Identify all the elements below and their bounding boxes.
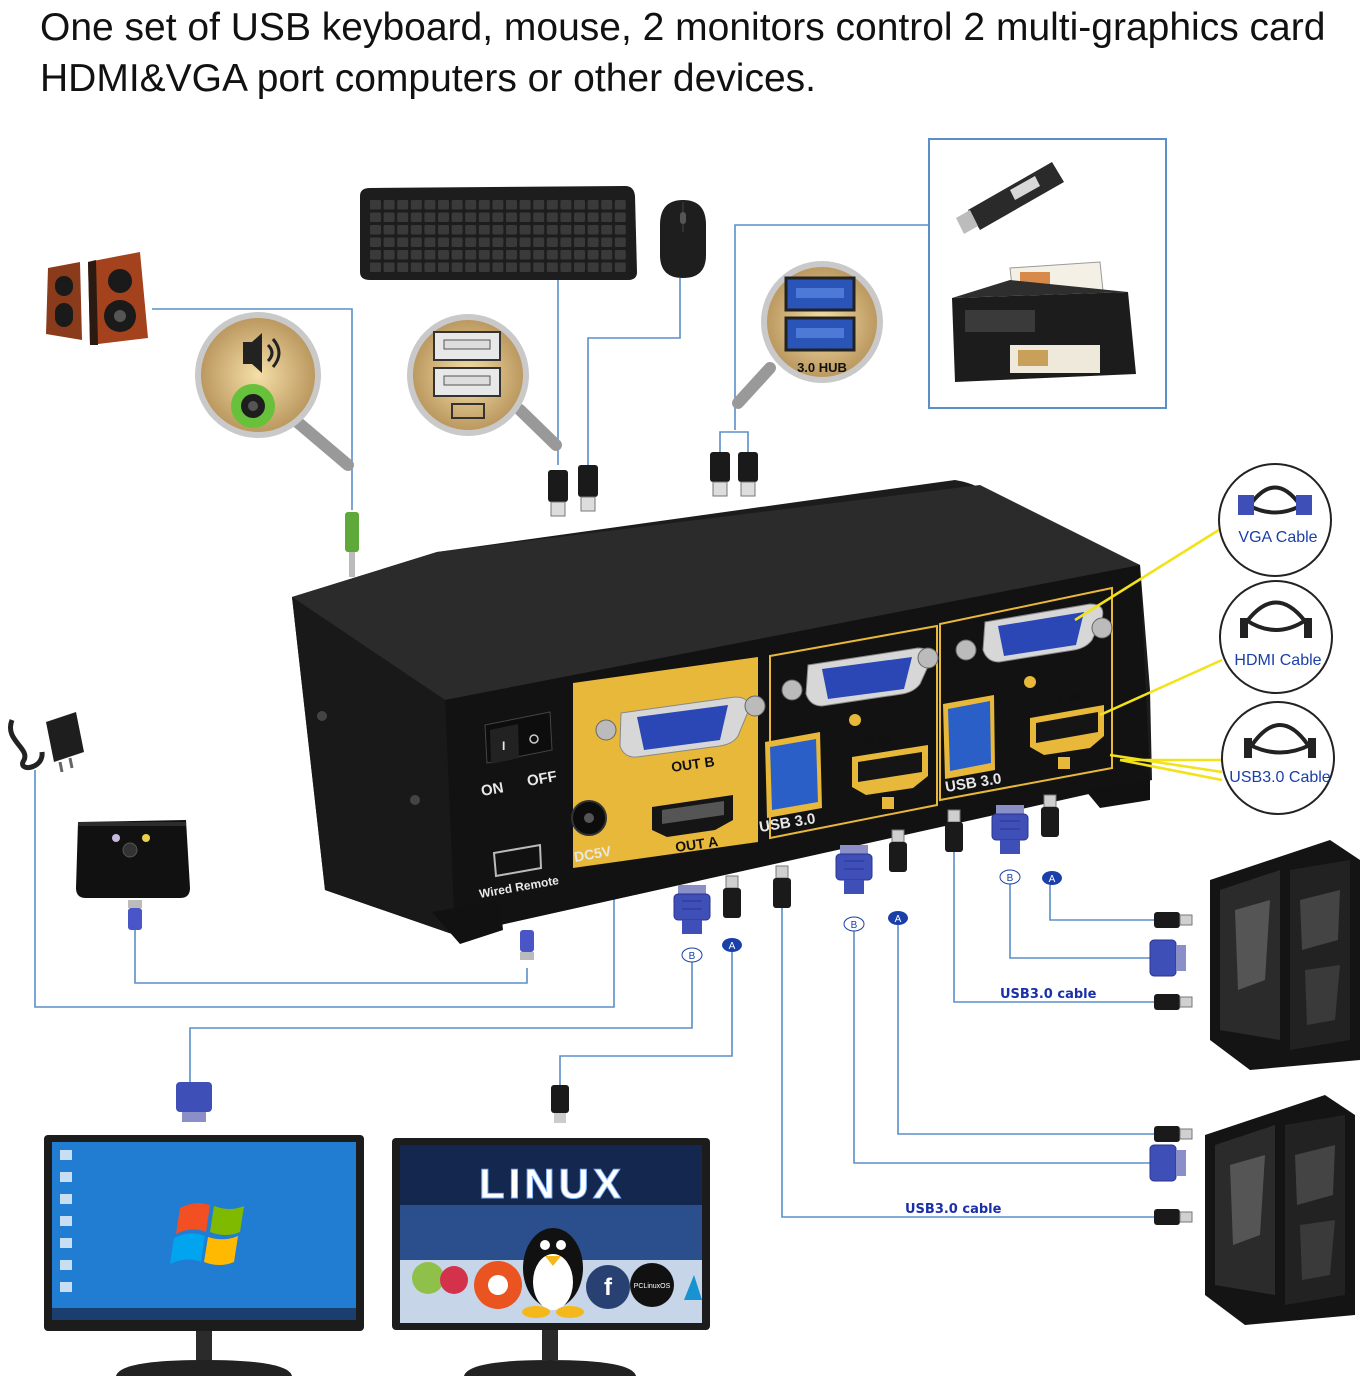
keyboard-mouse-usb-plugs — [548, 465, 598, 517]
mouse-icon — [660, 200, 706, 278]
svg-text:A: A — [1049, 874, 1056, 885]
pc2-usb-cable-label: USB3.0 cable — [905, 1202, 1002, 1217]
power-on-label: ON — [480, 779, 505, 800]
pclinuxos-logo: PCLinuxOS — [634, 1283, 671, 1290]
vga-cable-label: VGA Cable — [1238, 529, 1317, 546]
wired-remote-icon — [76, 820, 190, 898]
routing-lines — [34, 224, 1154, 1218]
svg-text:f: f — [604, 1274, 613, 1301]
svg-text:B: B — [1007, 873, 1014, 884]
usb-ports-zoom-icon — [407, 314, 562, 451]
dc5v-port: DC5V — [571, 800, 613, 865]
tag-out-b: B — [681, 947, 703, 963]
svg-text:I: I — [502, 739, 505, 753]
svg-text:A: A — [729, 941, 736, 952]
usb3-cable-label: USB3.0 Cable — [1229, 769, 1330, 786]
linux-monitor-icon: LINUX f PCLinuxOS — [392, 1138, 710, 1376]
pc2-side-plugs — [1149, 1125, 1193, 1226]
windows-monitor-icon — [44, 1135, 364, 1376]
out-a-label: OUT A — [674, 833, 719, 855]
dc5v-label: DC5V — [573, 843, 613, 865]
headline: One set of USB keyboard, mouse, 2 monito… — [40, 6, 1326, 100]
svg-text:B: B — [851, 920, 858, 931]
monitor-vga-plug — [176, 1082, 212, 1122]
pc1-side-plugs — [1149, 911, 1193, 1011]
tag-pc2-b: B — [843, 916, 865, 932]
audio-plug-icon — [345, 512, 359, 577]
pc2-input-panel: PC2 IN USB 3.0 — [758, 624, 939, 840]
tag-pc1-a: A — [1042, 871, 1062, 885]
output-cable-plugs — [673, 875, 742, 935]
usb-hub-zoom-label: 3.0 HUB — [797, 360, 847, 375]
remote-cable-plugs — [128, 900, 534, 960]
usb3-cable-legend: USB3.0 Cable — [1221, 701, 1335, 815]
pc1-tower-icon — [1210, 840, 1360, 1070]
tag-pc2-a: A — [888, 911, 908, 925]
tag-out-a: A — [722, 938, 742, 952]
pc1-input-panel: PC1 IN USB 3.0 — [939, 586, 1113, 802]
tag-pc1-b: B — [999, 869, 1021, 885]
power-switch: I ON OFF — [480, 711, 558, 800]
linux-title: LINUX — [479, 1160, 625, 1207]
hdmi-cable-label: HDMI Cable — [1234, 652, 1321, 669]
svg-text:B: B — [689, 951, 696, 962]
audio-jack-zoom-icon — [195, 312, 354, 471]
pc1-in-label: PC1 IN — [1038, 690, 1082, 711]
printer-icon — [952, 261, 1136, 382]
flash-drive-icon — [956, 162, 1064, 234]
vga-cable-legend: VGA Cable — [1218, 463, 1332, 577]
hdmi-cable-legend: HDMI Cable — [1219, 580, 1333, 694]
monitor-hdmi-plug — [551, 1085, 569, 1123]
keyboard-icon — [360, 186, 637, 280]
callout-lines — [1074, 526, 1223, 782]
pc2-tower-icon — [1205, 1095, 1355, 1325]
hub-usb-plugs — [710, 431, 758, 497]
power-off-label: OFF — [526, 768, 558, 790]
cable-tags: B A B A B A — [681, 869, 1062, 963]
svg-text:A: A — [895, 914, 902, 925]
power-adapter-icon — [7, 712, 84, 773]
speakers-icon — [46, 252, 148, 345]
pc1-usb-cable-label: USB3.0 cable — [1000, 987, 1097, 1002]
out-b-label: OUT B — [670, 753, 715, 775]
output-panel: OUT B OUT A — [573, 657, 766, 868]
usb-hub-zoom-icon: 3.0 HUB — [732, 261, 883, 409]
pc2-in-label: PC2 IN — [848, 730, 892, 751]
